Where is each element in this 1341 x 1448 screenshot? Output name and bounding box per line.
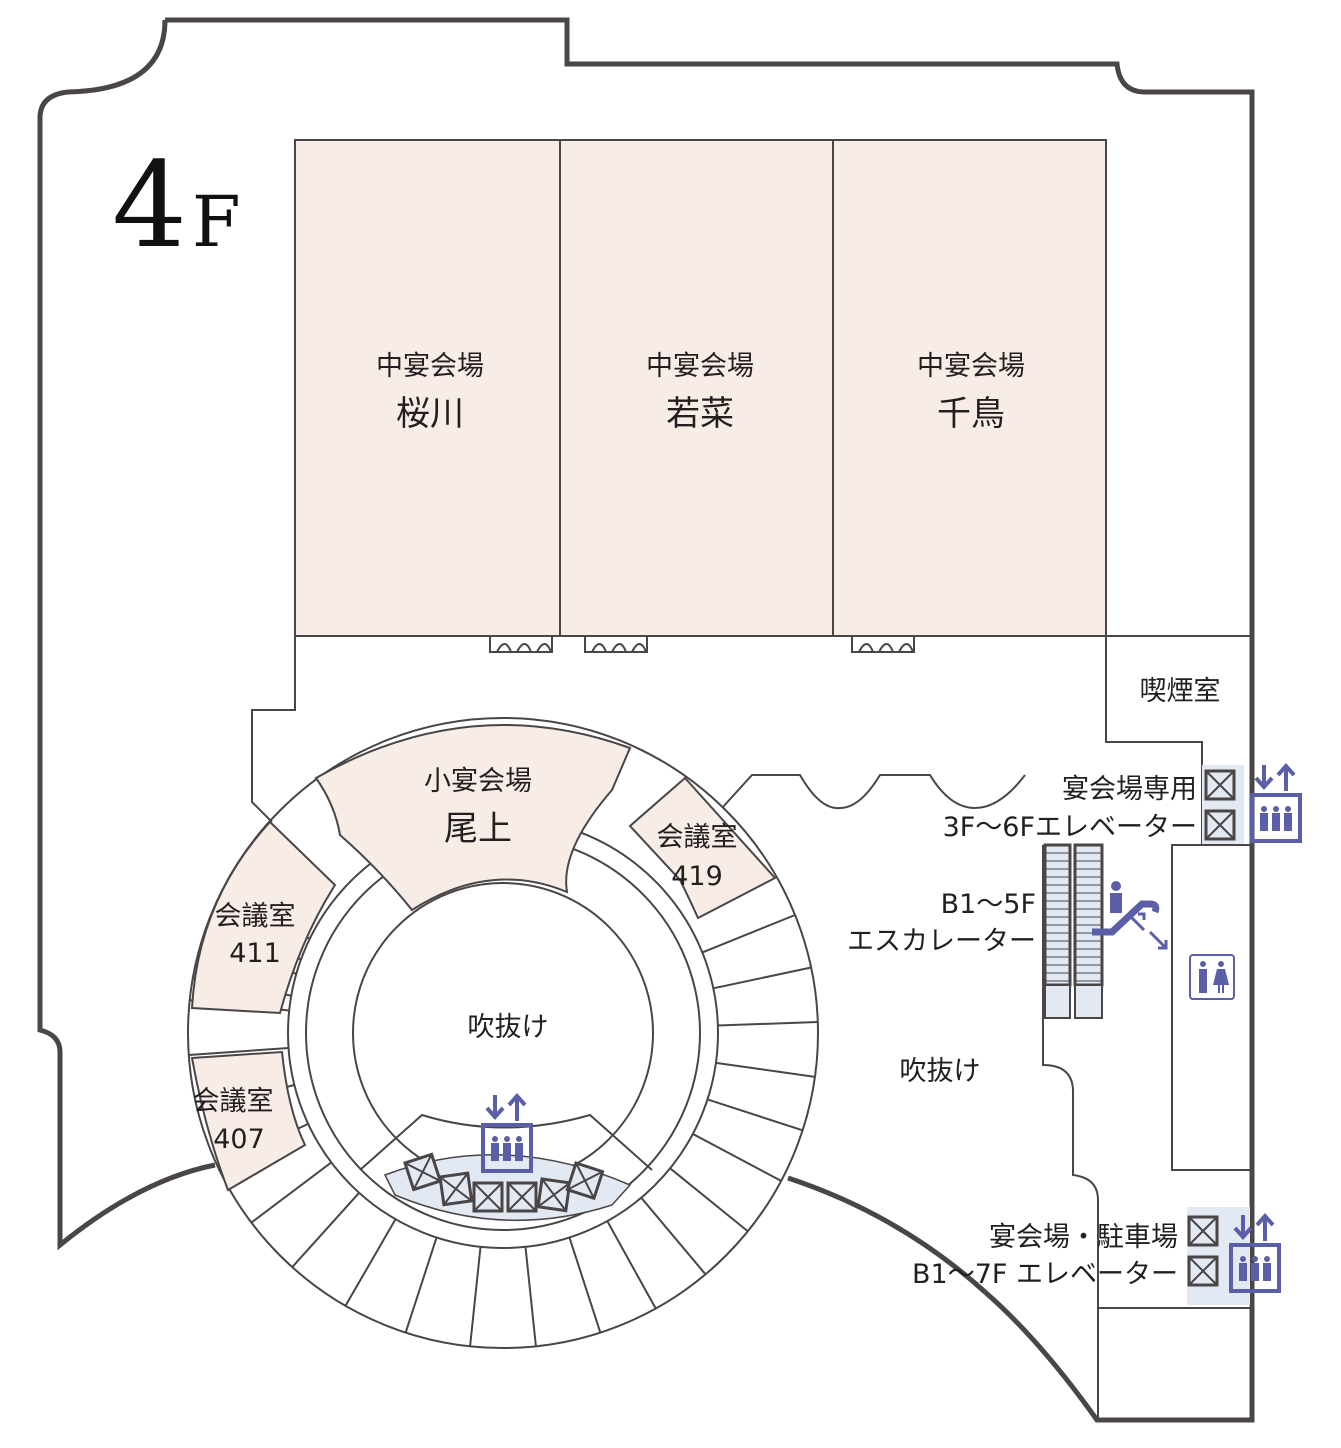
escalator-label: エスカレーター [847, 926, 1036, 957]
restroom-block[interactable] [1171, 844, 1253, 1171]
meeting-room-label: 会議室 [657, 822, 738, 853]
small-hall-type: 小宴会場 [424, 766, 532, 797]
meeting-room-number: 407 [213, 1124, 265, 1155]
smoking-room-label: 喫煙室 [1140, 676, 1221, 707]
banquet-elevator-label: 宴会場専用 [1062, 774, 1197, 805]
ring-partition [707, 1098, 803, 1132]
room-name: 千鳥 [937, 394, 1005, 434]
outer-wall-arc [787, 1175, 987, 1294]
ring-partition [291, 1192, 360, 1268]
room-type: 中宴会場 [646, 351, 754, 382]
parking-elevator-label: B1〜7F エレベーター [912, 1259, 1178, 1290]
hall-chidori[interactable] [832, 139, 1107, 637]
meeting-room-label: 会議室 [215, 901, 296, 932]
ring-partition [250, 1161, 332, 1224]
parking-elevator-label: 宴会場・駐車場 [989, 1222, 1178, 1253]
ring-partition [404, 1237, 438, 1333]
ring-partition [188, 1047, 289, 1056]
restroom-icon [1189, 954, 1235, 1000]
ring-partition [568, 1237, 602, 1333]
banquet-elevator-icon [1250, 763, 1302, 843]
floor-number: 4 [112, 136, 187, 274]
meeting-room-number: 411 [229, 938, 281, 969]
ring-partition [713, 966, 812, 990]
ring-partition [701, 914, 796, 954]
ring-partition [717, 1021, 818, 1027]
banquet-elevator-label: 3F〜6Fエレベーター [943, 812, 1197, 843]
room-name: 若菜 [666, 394, 734, 434]
ring-partition [344, 1218, 397, 1307]
hall-onoue[interactable] [314, 724, 632, 912]
hall-sakuragawa[interactable] [294, 139, 561, 637]
ring-partition [524, 1246, 537, 1347]
atrium-label: 吹抜け [900, 1056, 981, 1087]
room-name: 桜川 [396, 394, 464, 434]
meeting-room-label: 会議室 [193, 1086, 274, 1117]
ring-partition [692, 1133, 782, 1182]
small-hall-name: 尾上 [444, 809, 512, 849]
hall-wakana[interactable] [559, 139, 834, 637]
room-type: 中宴会場 [376, 351, 484, 382]
escalator-label: B1〜5F [941, 889, 1036, 920]
hall-doors [489, 636, 915, 653]
ring-partition [606, 1220, 657, 1309]
ring-partition [640, 1197, 707, 1275]
room-type: 中宴会場 [917, 351, 1025, 382]
ring-partition [669, 1167, 749, 1233]
outer-wall-left [37, 19, 216, 1251]
escalator[interactable] [1043, 843, 1104, 1019]
atrium-label: 吹抜け [468, 1012, 549, 1043]
meeting-room-number: 419 [671, 861, 723, 892]
meeting-room-419[interactable] [628, 776, 777, 920]
escalator-icon [1092, 881, 1168, 950]
meeting-room-407[interactable] [190, 1050, 307, 1192]
ring-partition [715, 1061, 816, 1078]
ring-partition [469, 1246, 482, 1347]
meeting-room-411[interactable] [190, 820, 337, 1015]
floor-suffix: F [192, 181, 241, 263]
